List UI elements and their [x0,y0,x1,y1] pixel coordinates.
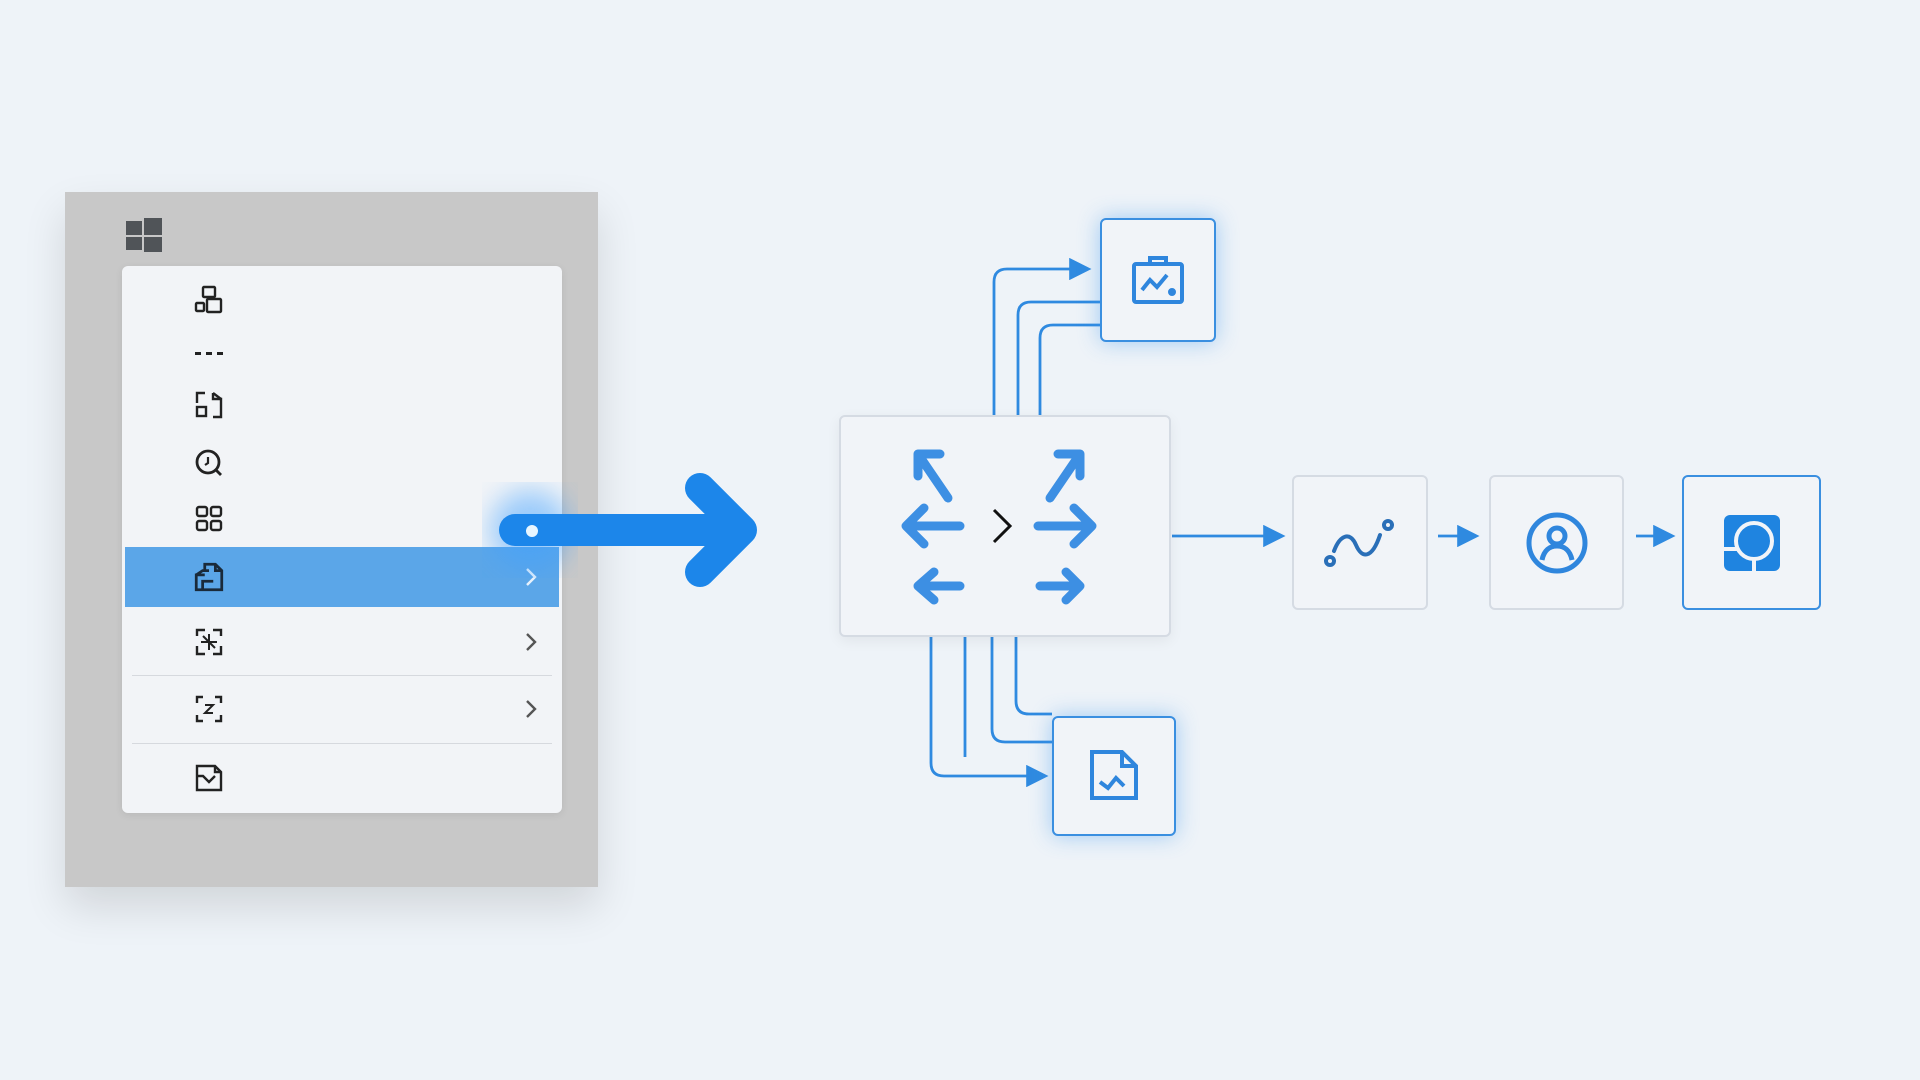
folder-document-icon [191,559,227,595]
chevron-right-icon [526,633,537,651]
windows-logo-icon[interactable] [126,218,162,252]
big-pointer-arrow [490,473,757,587]
focus-scan-icon [191,691,227,727]
context-menu [122,266,562,813]
menu-item-document-shapes[interactable] [125,376,559,434]
chevron-right-icon [526,568,537,586]
document-check-icon [191,760,227,796]
user-circle-icon [1526,512,1587,573]
menu-item-folder-document-selected[interactable] [125,547,559,607]
top-node[interactable] [1100,218,1216,342]
devices-icon [191,282,227,318]
menu-item-more[interactable] [125,324,559,382]
multi-direction-arrows-icon [901,449,1097,605]
briefcase-chart-icon [1132,256,1184,304]
segmented-shape-icon [1723,514,1780,571]
hub-node[interactable] [839,415,1171,637]
menu-item-search[interactable] [125,434,559,492]
menu-item-document-check[interactable] [125,749,559,807]
menu-separator [132,743,552,744]
chain-node-user[interactable] [1489,475,1624,610]
search-refresh-icon [191,445,227,481]
path-curve-icon [1324,518,1394,567]
menu-separator [132,675,552,676]
chevron-right-icon [526,700,537,718]
menu-item-scan-grid[interactable] [125,613,559,671]
menu-item-devices[interactable] [125,271,559,329]
chain-node-path[interactable] [1292,475,1428,610]
document-chart-icon [1090,750,1138,800]
top-connectors [992,257,1100,415]
menu-item-apps[interactable] [125,490,559,548]
more-dots-icon [191,335,227,371]
menu-item-focus-scan[interactable] [125,680,559,738]
bottom-node[interactable] [1052,716,1176,836]
grid-apps-icon [191,501,227,537]
document-shapes-icon [191,387,227,423]
scan-grid-icon [191,624,227,660]
bottom-connectors [929,637,1052,788]
chain-node-final[interactable] [1682,475,1821,610]
